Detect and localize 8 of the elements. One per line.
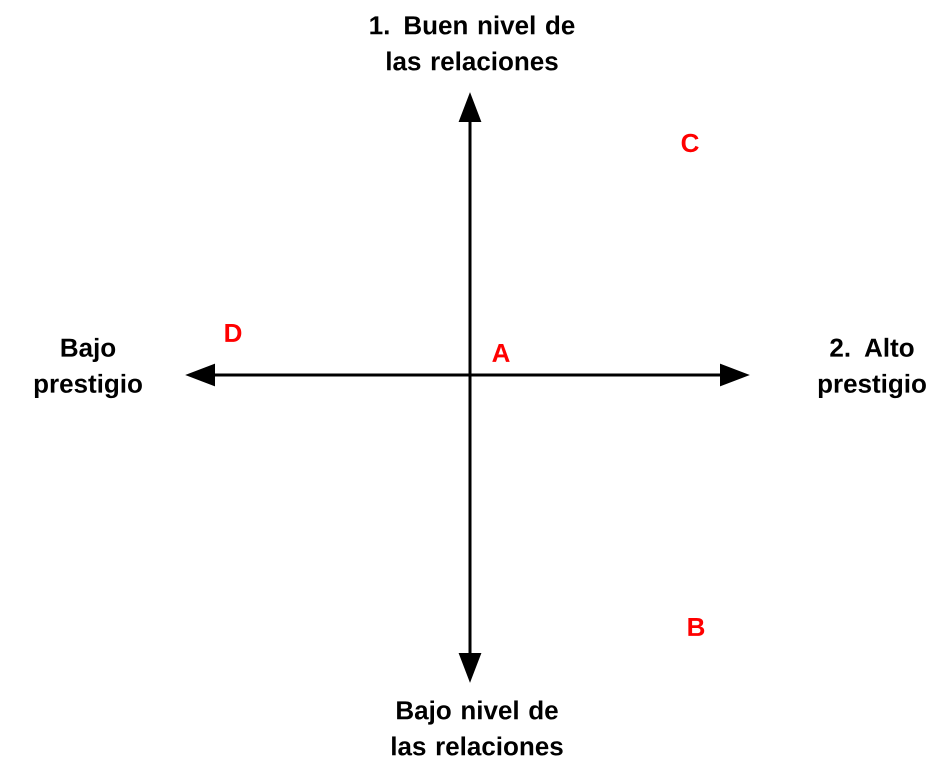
- quadrant-letter: C: [682, 134, 699, 152]
- quadrant-letter: B: [688, 618, 704, 636]
- quadrant-letter: A: [492, 344, 510, 362]
- axis-label: Bajo nivel de las relaciones: [392, 700, 563, 756]
- axis-label: 1. Buen nivel de las relaciones: [370, 15, 574, 71]
- axis-label: 2. Alto prestigio: [818, 338, 926, 398]
- quadrant-letter: D: [225, 324, 242, 342]
- axis-label: Bajo prestigio: [34, 338, 142, 398]
